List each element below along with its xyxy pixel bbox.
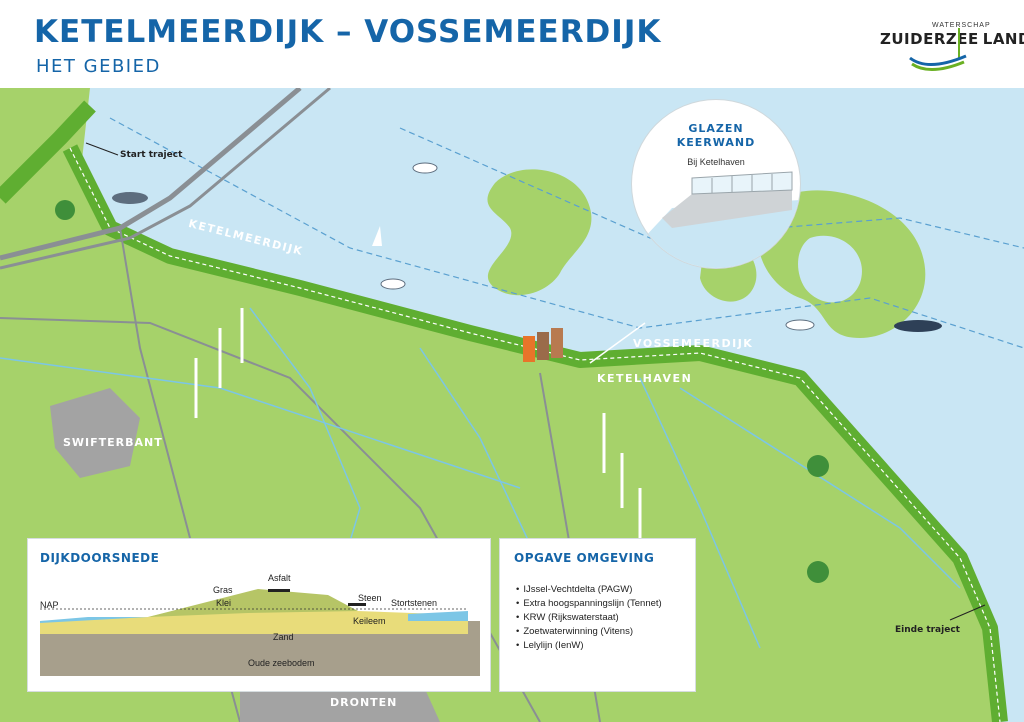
einde-traject-pointer — [949, 604, 986, 621]
cross-section-diagram — [40, 589, 480, 676]
opgave-item: KRW (Rijkswaterstaat) — [516, 611, 662, 625]
ditch-3 — [639, 377, 761, 649]
town-swifterbant — [50, 388, 140, 478]
logo-main-word: ZUIDERZEE — [880, 30, 979, 48]
xs-label-asfalt: Asfalt — [268, 573, 291, 583]
opgave-item: Zoetwaterwinning (Vitens) — [516, 625, 662, 639]
xs-label-stortstenen: Stortstenen — [391, 598, 438, 608]
opgave-item: Extra hoogspanningslijn (Tennet) — [516, 597, 661, 611]
cross-section-panel: DIJKDOORSNEDE Asfalt Gras Klei Steen Sto… — [27, 538, 491, 692]
page-subtitle: HET GEBIED — [36, 56, 161, 77]
label-dronten: DRONTEN — [330, 696, 398, 709]
boat-5 — [894, 320, 942, 332]
power-line — [0, 88, 302, 261]
power-line-2 — [0, 88, 331, 270]
callout-pointer — [589, 322, 646, 364]
opgave-title: OPGAVE OMGEVING — [514, 551, 655, 565]
logo-small-text: WATERSCHAP — [932, 22, 991, 29]
xs-label-steen: Steen — [358, 593, 382, 603]
logo-wave-icon — [909, 54, 967, 71]
page-title: KETELMEERDIJK – VOSSEMEERDIJK — [34, 14, 662, 50]
logo-suffix-word: LAND — [982, 30, 1024, 48]
opgave-item: IJssel-Vechtdelta (PAGW) — [516, 583, 662, 597]
glass-wall-illustration — [642, 171, 800, 268]
boat-1 — [112, 192, 148, 204]
waterschap-logo: WATERSCHAP ZUIDERZEELAND — [880, 22, 1024, 78]
boat-4 — [785, 319, 815, 331]
ketelhaven-buildings — [523, 328, 563, 362]
ditch-5 — [679, 387, 961, 589]
callout-title: GLAZEN KEERWAND — [632, 122, 800, 150]
logo-divider — [958, 28, 960, 58]
xs-label-keileem: Keileem — [353, 616, 386, 626]
island-ring — [798, 235, 862, 303]
logo-main-text: ZUIDERZEELAND — [880, 30, 1024, 48]
wind-turbines — [194, 308, 642, 543]
xs-label-klei: Klei — [216, 598, 232, 608]
opgave-omgeving-panel: OPGAVE OMGEVING IJssel-Vechtdelta (PAGW)… — [499, 538, 696, 692]
opgave-item: Lelylijn (IenW) — [516, 639, 662, 653]
boat-3 — [380, 278, 406, 290]
opgave-list: IJssel-Vechtdelta (PAGW) Extra hoogspann… — [516, 583, 662, 653]
dike-road — [69, 147, 1001, 722]
label-swifterbant: SWIFTERBANT — [63, 436, 163, 449]
callout-glazen-keerwand: GLAZEN KEERWAND Bij Ketelhaven — [632, 100, 800, 268]
boat-2 — [412, 162, 438, 174]
xs-label-nap: NAP — [40, 600, 59, 610]
start-traject-pointer — [85, 142, 119, 156]
header: KETELMEERDIJK – VOSSEMEERDIJK HET GEBIED… — [0, 0, 1024, 88]
area-map: KETELMEERDIJK VOSSEMEERDIJK KETELHAVEN S… — [0, 88, 1024, 722]
ditch-4 — [0, 357, 521, 489]
xs-label-oude-zeebodem: Oude zeebodem — [248, 658, 315, 668]
label-einde-traject: Einde traject — [895, 625, 960, 635]
xs-label-gras: Gras — [213, 585, 233, 595]
label-vossemeerdijk: VOSSEMEERDIJK — [633, 337, 754, 350]
tree-3 — [807, 561, 829, 583]
shipping-lane — [109, 117, 1024, 349]
xs-label-zand: Zand — [273, 632, 294, 642]
tree-2 — [807, 455, 829, 477]
cross-section-title: DIJKDOORSNEDE — [40, 551, 160, 565]
sailboat — [372, 226, 382, 246]
label-ketelhaven: KETELHAVEN — [597, 372, 693, 385]
callout-subtitle: Bij Ketelhaven — [687, 157, 745, 167]
tree-1 — [55, 200, 75, 220]
callout-title-line2: KEERWAND — [676, 136, 756, 149]
callout-title-line1: GLAZEN — [688, 122, 744, 135]
label-start-traject: Start traject — [120, 150, 183, 160]
